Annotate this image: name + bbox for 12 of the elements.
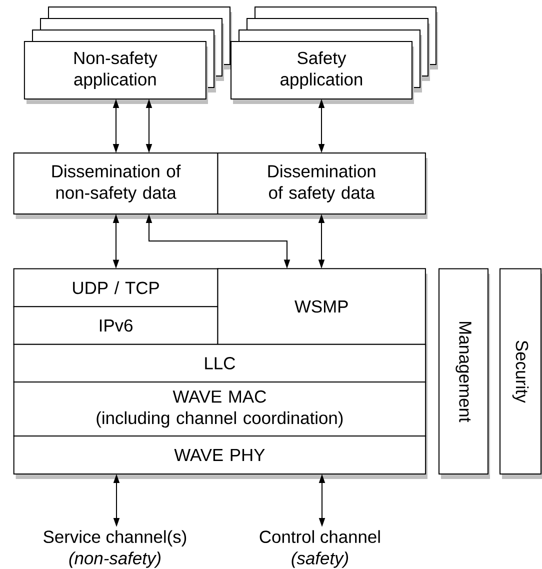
protocol-layer: WAVE MAC (including channel coordination)	[13, 382, 426, 436]
protocol-layer: WAVE PHY	[13, 436, 426, 474]
channel-label: Service channel(s) (non-safety)	[44, 530, 186, 568]
stacked-application-box: Non-safety application	[24, 6, 232, 104]
stacked-application-box: Safety application	[230, 6, 438, 104]
process-box: Dissemination of safety data	[217, 152, 426, 214]
protocol-layer: UDP / TCP	[13, 268, 218, 308]
protocol-layer: IPv6	[13, 306, 218, 345]
process-box: Dissemination of non-safety data	[13, 152, 218, 214]
side-panel: Management	[438, 268, 488, 475]
side-panel: Security	[500, 268, 542, 475]
channel-label: Control channel (safety)	[260, 530, 380, 568]
